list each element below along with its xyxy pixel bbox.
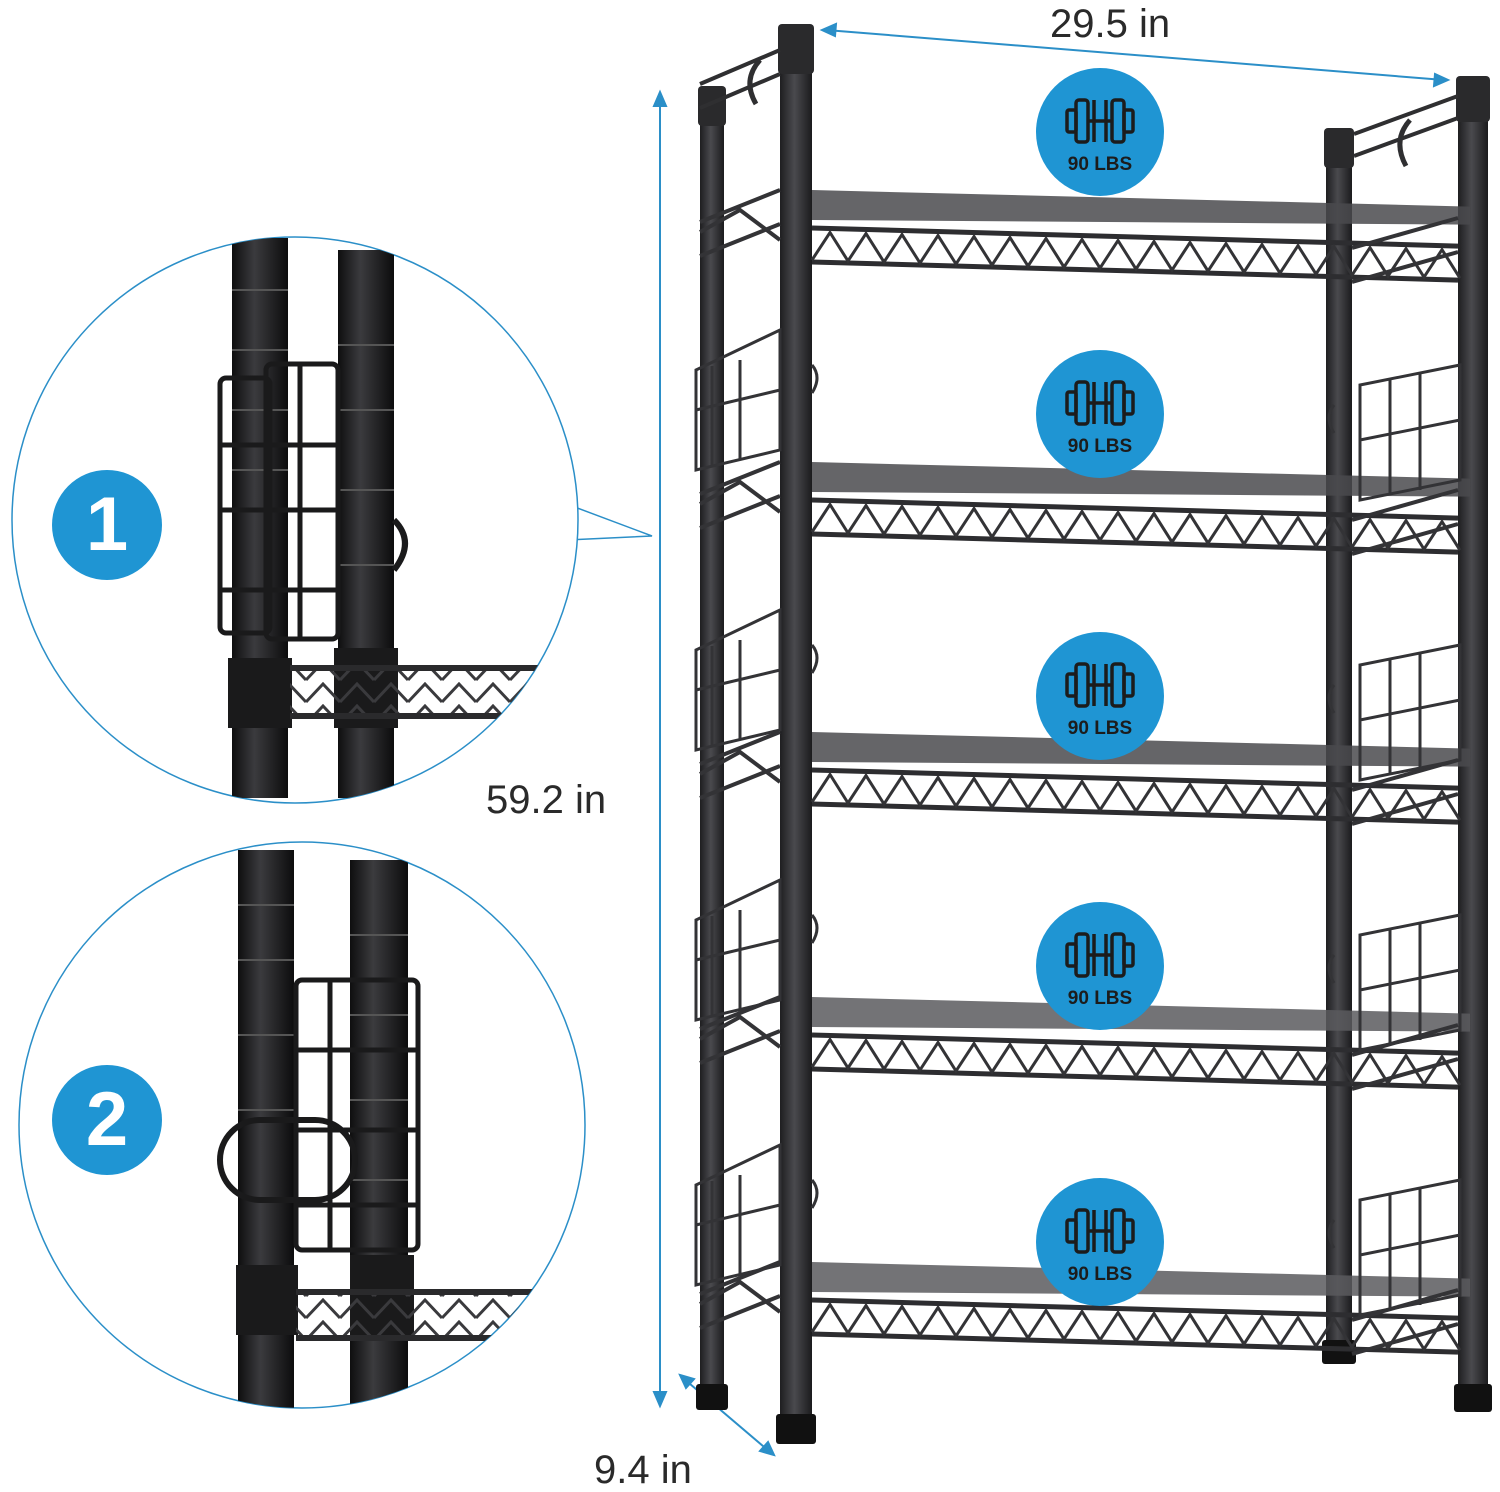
capacity-label: 90 LBS: [1067, 154, 1133, 175]
capacity-badge: 90 LBS: [1036, 68, 1164, 196]
dumbbell-icon: [1065, 1208, 1135, 1254]
wire-shelf: [699, 730, 1470, 826]
capacity-label: 90 LBS: [1067, 1264, 1133, 1285]
dumbbell-icon: [1065, 932, 1135, 978]
width-dimension-label: 29.5 in: [1050, 2, 1171, 46]
step-1-marker: 1: [52, 470, 162, 580]
guard-rail: [694, 877, 1462, 1052]
wire-shelf: [699, 188, 1470, 284]
guard-rail: [694, 327, 1462, 502]
detail-circle-2: [18, 841, 586, 1409]
capacity-label: 90 LBS: [1067, 718, 1133, 739]
capacity-label: 90 LBS: [1067, 436, 1133, 457]
height-dimension-label: 59.2 in: [486, 778, 607, 822]
depth-dimension-label: 9.4 in: [594, 1448, 692, 1492]
capacity-badge: 90 LBS: [1036, 632, 1164, 760]
capacity-badge: 90 LBS: [1036, 902, 1164, 1030]
dumbbell-icon: [1065, 380, 1135, 426]
dumbbell-icon: [1065, 98, 1135, 144]
wire-shelf: [699, 460, 1470, 556]
dumbbell-icon: [1065, 662, 1135, 708]
capacity-label: 90 LBS: [1067, 988, 1133, 1009]
guard-rail: [694, 1142, 1462, 1317]
capacity-badge: 90 LBS: [1036, 1178, 1164, 1306]
capacity-badge: 90 LBS: [1036, 350, 1164, 478]
guard-rail: [694, 607, 1462, 782]
wire-shelf-unit: [694, 24, 1492, 1444]
step-2-marker: 2: [52, 1065, 162, 1175]
detail-circle-1: [11, 236, 653, 804]
